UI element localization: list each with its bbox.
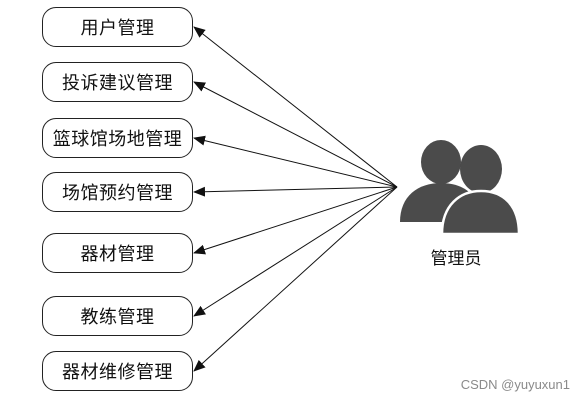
module-box: 器材维修管理 — [42, 351, 193, 391]
arrow-line — [193, 186, 398, 255]
users-icon — [400, 140, 521, 236]
arrow-line — [193, 81, 398, 188]
module-box: 器材管理 — [42, 233, 193, 273]
actor-label: 管理员 — [430, 249, 482, 269]
arrow-line — [193, 186, 398, 317]
module-box: 教练管理 — [42, 296, 193, 336]
module-box: 投诉建议管理 — [42, 62, 193, 102]
arrow-line — [193, 26, 398, 188]
watermark: CSDN @yuyuxun1 — [460, 377, 570, 392]
arrow-group — [193, 26, 398, 372]
module-box: 用户管理 — [42, 7, 193, 47]
module-box: 场馆预约管理 — [42, 172, 193, 212]
arrow-line — [193, 186, 398, 372]
module-box: 篮球馆场地管理 — [42, 118, 193, 158]
arrow-line — [193, 135, 398, 188]
arrow-line — [193, 186, 398, 197]
